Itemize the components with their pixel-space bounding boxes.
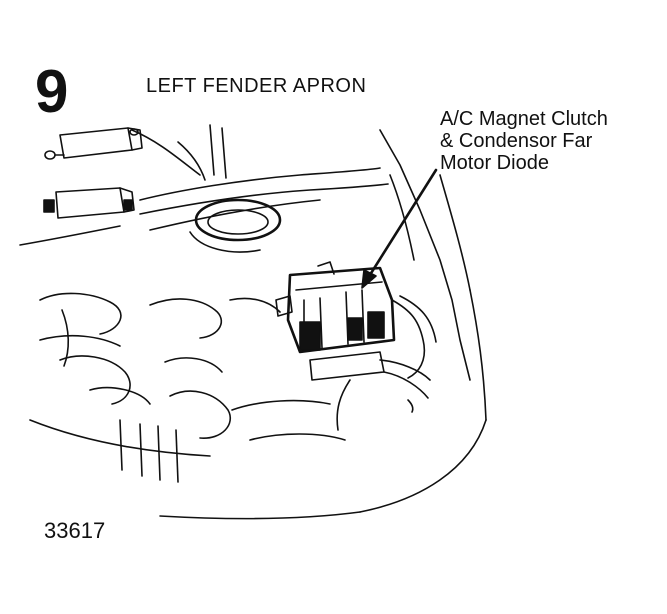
figure-number: 9 <box>35 58 69 125</box>
relay-box-lower <box>43 187 135 219</box>
component-callout: A/C Magnet Clutch & Condensor Far Motor … <box>440 108 608 174</box>
callout-line-3: Motor Diode <box>440 152 549 174</box>
callout-line-1: A/C Magnet Clutch <box>440 108 608 130</box>
callout-arrow <box>361 168 438 289</box>
callout-line-2: & Condensor Far <box>440 130 593 152</box>
engine-components <box>39 292 346 483</box>
figure-id: 33617 <box>44 518 106 543</box>
figure-title: LEFT FENDER APRON <box>146 75 367 97</box>
fender-apron-outline <box>19 124 487 520</box>
apron-cutout <box>189 198 282 253</box>
wiring-harness <box>336 295 437 431</box>
diode-assembly <box>275 261 431 399</box>
relay-box-upper <box>44 127 143 160</box>
